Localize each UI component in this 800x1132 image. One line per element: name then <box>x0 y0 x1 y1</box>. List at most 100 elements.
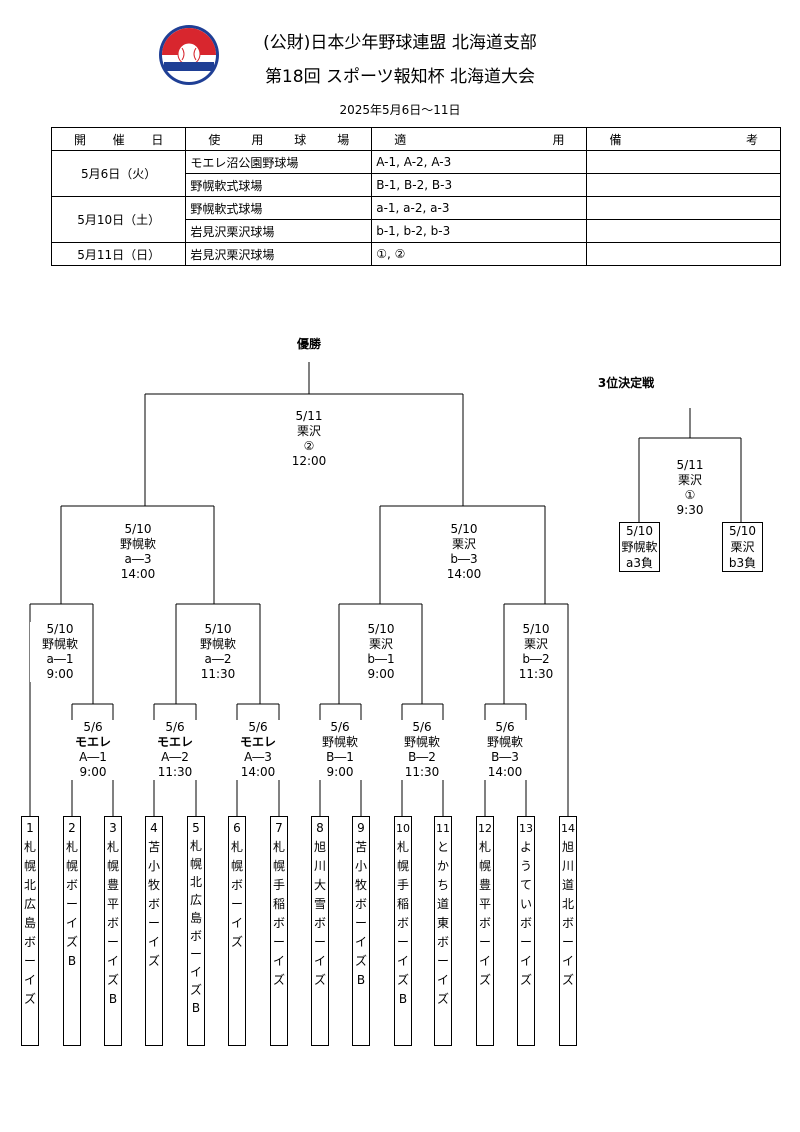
game-date: 5/10 <box>367 622 395 636</box>
team-slot: 1 札 幌 北 広 島 ボ ー イ ズ <box>21 816 39 1046</box>
game-venue: 栗沢 <box>677 473 702 487</box>
header-char: 場 <box>337 132 350 147</box>
game-date: 5/6 <box>165 720 185 734</box>
game-code: b―2 <box>522 652 550 666</box>
header-char: 日 <box>151 132 164 147</box>
game-code: b―1 <box>367 652 395 666</box>
game-code: B―2 <box>408 750 436 764</box>
game-first-round: 5/6 野幌軟 B―3 14:00 <box>482 720 528 780</box>
game-time: 14:00 <box>120 567 156 581</box>
schedule-games: b-1, b-2, b-3 <box>371 219 588 243</box>
game-quarter: 5/10 栗沢 b―1 9:00 <box>351 622 411 682</box>
game-first-round: 5/6 野幌軟 B―2 11:30 <box>399 720 445 780</box>
game-time: 9:00 <box>79 765 107 779</box>
game-date: 5/6 <box>495 720 515 734</box>
game-semi: 5/10 栗沢 b―3 14:00 <box>432 522 496 582</box>
schedule-notes <box>586 242 781 266</box>
game-date: 5/6 <box>330 720 350 734</box>
game-code: ② <box>303 439 315 453</box>
team-number: 14 <box>561 822 575 835</box>
team-number: 5 <box>192 821 200 835</box>
header-char: 球 <box>294 132 307 147</box>
game-quarter: 5/10 野幌軟 a―2 11:30 <box>188 622 248 682</box>
game-venue: モエレ <box>156 735 193 749</box>
team-name: と か ち 道 東 ボ ー イ ズ <box>436 840 449 1006</box>
team-name: 札 幌 手 稲 ボ ー イ ズ B <box>396 840 409 1006</box>
game-time: 14:00 <box>446 567 482 581</box>
team-name: 苫 小 牧 ボ ー イ ズ B <box>354 840 367 987</box>
team-slot: 14 旭 川 道 北 ボ ー イ ズ <box>559 816 577 1046</box>
game-date: 5/10 <box>46 622 74 636</box>
team-name: 札 幌 ボ ー イ ズ B <box>65 840 78 968</box>
game-third-place: 5/11 栗沢 ① 9:30 <box>662 458 718 518</box>
team-name: 旭 川 大 雪 ボ ー イ ズ <box>313 840 326 987</box>
team-number: 12 <box>478 822 492 835</box>
schedule-row: 野幌軟式球場 B-1, B-2, B-3 <box>52 173 781 197</box>
game-venue: 野幌軟 <box>403 735 440 749</box>
game-date: 5/10 <box>522 622 550 636</box>
game-quarter: 5/10 野幌軟 a―1 9:00 <box>30 622 90 682</box>
game-code: a―3 <box>124 552 152 566</box>
schedule-date: 5月11日（日） <box>50 242 187 266</box>
game-date: 5/6 <box>83 720 103 734</box>
schedule-venue: 岩見沢栗沢球場 <box>185 242 373 266</box>
game-date: 5/11 <box>676 458 704 472</box>
game-time: 14:00 <box>240 765 276 779</box>
game-time: 11:30 <box>200 667 236 681</box>
team-name: 苫 小 牧 ボ ー イ ズ <box>147 840 160 968</box>
game-date: 5/10 <box>124 522 152 536</box>
game-venue: 栗沢 <box>368 637 393 651</box>
game-time: 12:00 <box>291 454 327 468</box>
header-venue: 使用球場 <box>185 127 373 151</box>
tournament-title: 第18回 スポーツ報知杯 北海道大会 <box>264 67 536 87</box>
schedule-notes <box>586 173 781 197</box>
game-first-round: 5/6 野幌軟 B―1 9:00 <box>317 720 363 780</box>
game-final: 5/11 栗沢 ② 12:00 <box>279 409 339 469</box>
game-time: 9:00 <box>367 667 395 681</box>
schedule-table: 開催日 使用球場 適用 備考 5月6日（火） モエレ沼公園野球場 A-1, A-… <box>50 127 781 266</box>
game-code: ① <box>684 488 696 502</box>
schedule-row: 5月10日（土） 野幌軟式球場 a-1, a-2, a-3 <box>50 196 781 243</box>
team-slot: 10 札 幌 手 稲 ボ ー イ ズ B <box>394 816 412 1046</box>
game-time: 11:30 <box>404 765 440 779</box>
slot-note: a3負 <box>626 556 653 570</box>
game-venue: 野幌軟 <box>321 735 358 749</box>
header-char: 考 <box>745 132 758 147</box>
schedule-row: 5月6日（火） モエレ沼公園野球場 A-1, A-2, A-3 <box>50 150 781 197</box>
game-venue: 栗沢 <box>523 637 548 651</box>
game-date: 5/6 <box>412 720 432 734</box>
schedule-date: 5月6日（火） <box>50 150 187 197</box>
header-char: 用 <box>552 132 565 147</box>
team-name: 札 幌 北 広 島 ボ ー イ ズ <box>23 840 36 1006</box>
third-place-slot: 5/10 野幌軟 a3負 <box>619 522 660 572</box>
game-venue: モエレ <box>239 735 276 749</box>
team-number: 4 <box>150 821 158 835</box>
team-number: 3 <box>109 821 117 835</box>
team-number: 2 <box>68 821 76 835</box>
game-time: 9:00 <box>326 765 354 779</box>
schedule-venue: 岩見沢栗沢球場 <box>185 219 373 243</box>
slot-note: b3負 <box>728 556 757 570</box>
team-number: 10 <box>396 822 410 835</box>
game-code: b―3 <box>450 552 478 566</box>
organization-title: (公財)日本少年野球連盟 北海道支部 <box>263 33 537 53</box>
header-char: 開 <box>74 132 87 147</box>
schedule-date: 5月10日（土） <box>50 196 187 243</box>
third-place-label: 3位決定戦 <box>586 376 666 391</box>
team-number: 13 <box>519 822 533 835</box>
team-number: 1 <box>26 821 34 835</box>
team-name: 旭 川 道 北 ボ ー イ ズ <box>561 840 574 987</box>
schedule-games: a-1, a-2, a-3 <box>371 196 588 220</box>
game-quarter: 5/10 栗沢 b―2 11:30 <box>506 622 566 682</box>
game-date: 5/10 <box>204 622 232 636</box>
game-venue: 野幌軟 <box>119 537 156 551</box>
game-venue: 野幌軟 <box>486 735 523 749</box>
schedule-venue: 野幌軟式球場 <box>185 196 373 220</box>
third-place-slot: 5/10 栗沢 b3負 <box>722 522 763 572</box>
game-time: 9:00 <box>46 667 74 681</box>
